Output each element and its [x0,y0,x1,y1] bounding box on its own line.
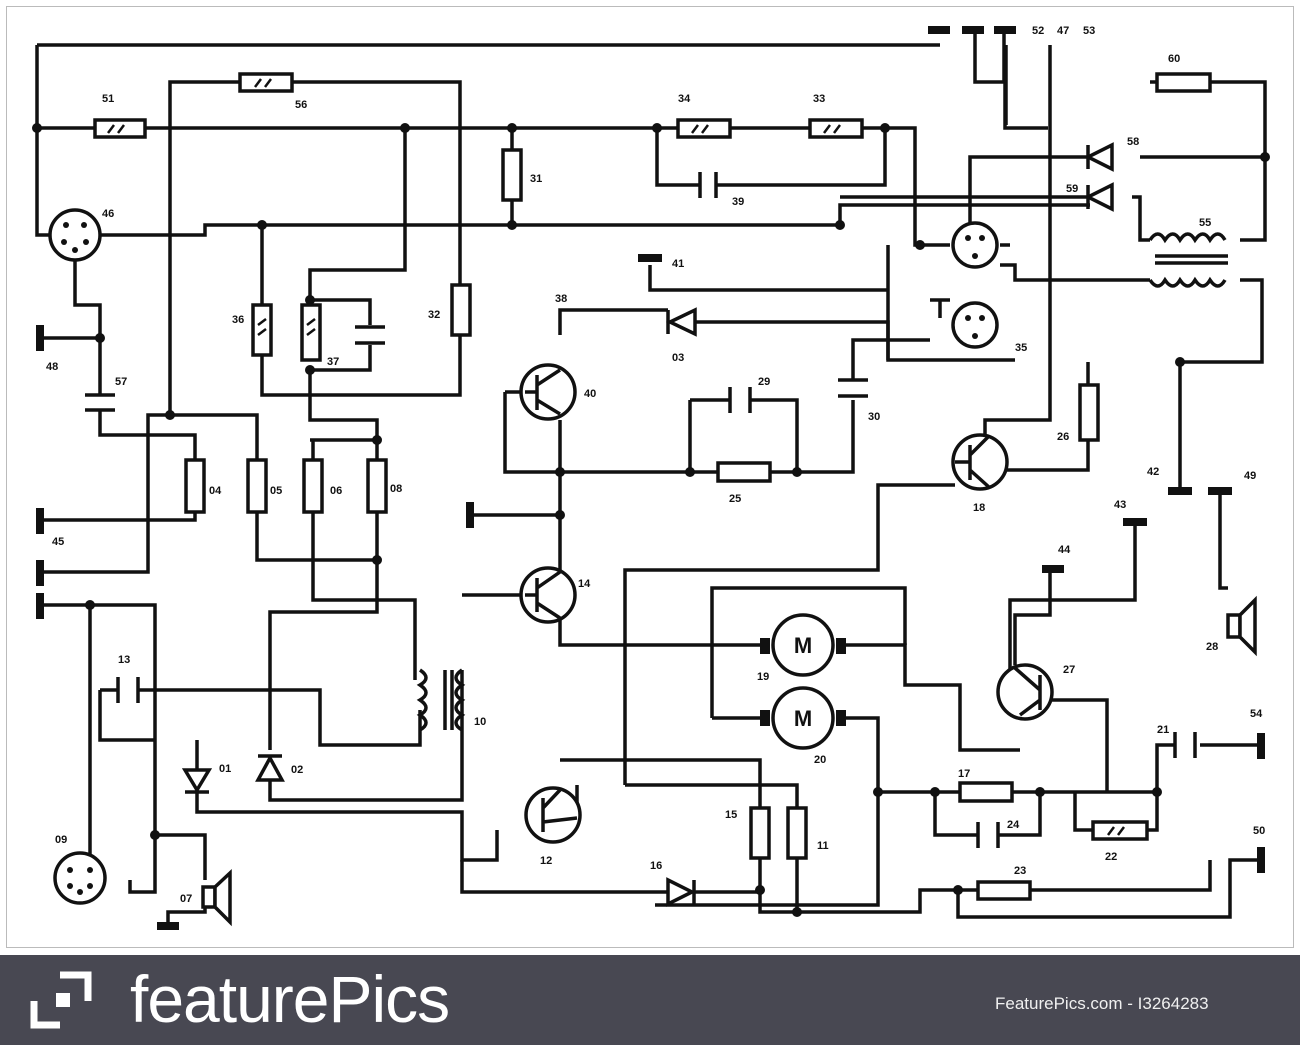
label-32: 32 [428,309,440,321]
label-22: 22 [1105,851,1117,863]
label-50: 50 [1253,825,1265,837]
label-13: 13 [118,654,130,666]
capacitors [85,172,1197,848]
label-31: 31 [530,173,542,185]
label-35: 35 [1015,342,1027,354]
component-labels: 51 56 34 33 60 52 47 53 31 39 58 59 55 4… [46,25,1265,905]
label-58: 58 [1127,136,1139,148]
wires [35,30,1267,919]
label-27: 27 [1063,664,1075,676]
label-12: 12 [540,855,552,867]
label-54: 54 [1250,708,1263,720]
image-id-text: FeaturePics.com - I3264283 [995,994,1209,1013]
diodes [181,142,1114,907]
label-44: 44 [1058,544,1071,556]
label-60: 60 [1168,53,1180,65]
terminals [36,26,1265,930]
label-08: 08 [390,483,402,495]
label-36: 36 [232,314,244,326]
label-17: 17 [958,768,970,780]
label-23: 23 [1014,865,1026,877]
label-16: 16 [650,860,662,872]
label-30: 30 [868,411,880,423]
label-51: 51 [102,93,114,105]
image-frame [6,6,1294,948]
motors: M M [760,613,846,750]
label-39: 39 [732,196,744,208]
label-11: 11 [817,840,829,852]
motor-20-symbol: M [794,706,812,731]
label-52: 52 [1032,25,1044,37]
label-49: 49 [1244,470,1256,482]
label-06: 06 [330,485,342,497]
label-07: 07 [180,893,192,905]
label-18: 18 [973,502,985,514]
label-33: 33 [813,93,825,105]
featurepics-brand: featurePics [130,962,450,1036]
connectors [48,208,999,905]
label-10: 10 [474,716,486,728]
label-45: 45 [52,536,64,548]
label-29: 29 [758,376,770,388]
label-03: 03 [672,352,684,364]
transistors [519,363,1054,844]
label-28: 28 [1206,641,1218,653]
watermark-footer: featurePics FeaturePics.com - I3264283 [0,955,1300,1045]
label-37: 37 [327,356,339,368]
motor-19-symbol: M [794,633,812,658]
label-47: 47 [1057,25,1069,37]
label-46: 46 [102,208,114,220]
label-41: 41 [672,258,684,270]
label-40: 40 [584,388,596,400]
label-43: 43 [1114,499,1126,511]
label-57: 57 [115,376,127,388]
label-38: 38 [555,293,567,305]
circuit-schematic: M M 51 56 34 33 60 52 47 53 31 39 58 5 [32,25,1270,930]
label-55: 55 [1199,217,1211,229]
label-21: 21 [1157,724,1169,736]
label-26: 26 [1057,431,1069,443]
label-25: 25 [729,493,741,505]
label-09: 09 [55,834,67,846]
label-42: 42 [1147,466,1159,478]
label-24: 24 [1007,819,1020,831]
label-04: 04 [209,485,222,497]
inductors [416,232,1228,732]
label-20: 20 [814,754,826,766]
resistors [93,72,1212,901]
label-01: 01 [219,763,231,775]
label-53: 53 [1083,25,1095,37]
label-59: 59 [1066,183,1078,195]
label-14: 14 [578,578,591,590]
label-02: 02 [291,764,303,776]
label-05: 05 [270,485,282,497]
label-48: 48 [46,361,58,373]
label-34: 34 [678,93,691,105]
label-56: 56 [295,99,307,111]
featurepics-logo-icon [30,971,92,1029]
junction-dots [32,123,1270,917]
label-19: 19 [757,671,769,683]
speakers [201,595,1257,927]
label-15: 15 [725,809,737,821]
